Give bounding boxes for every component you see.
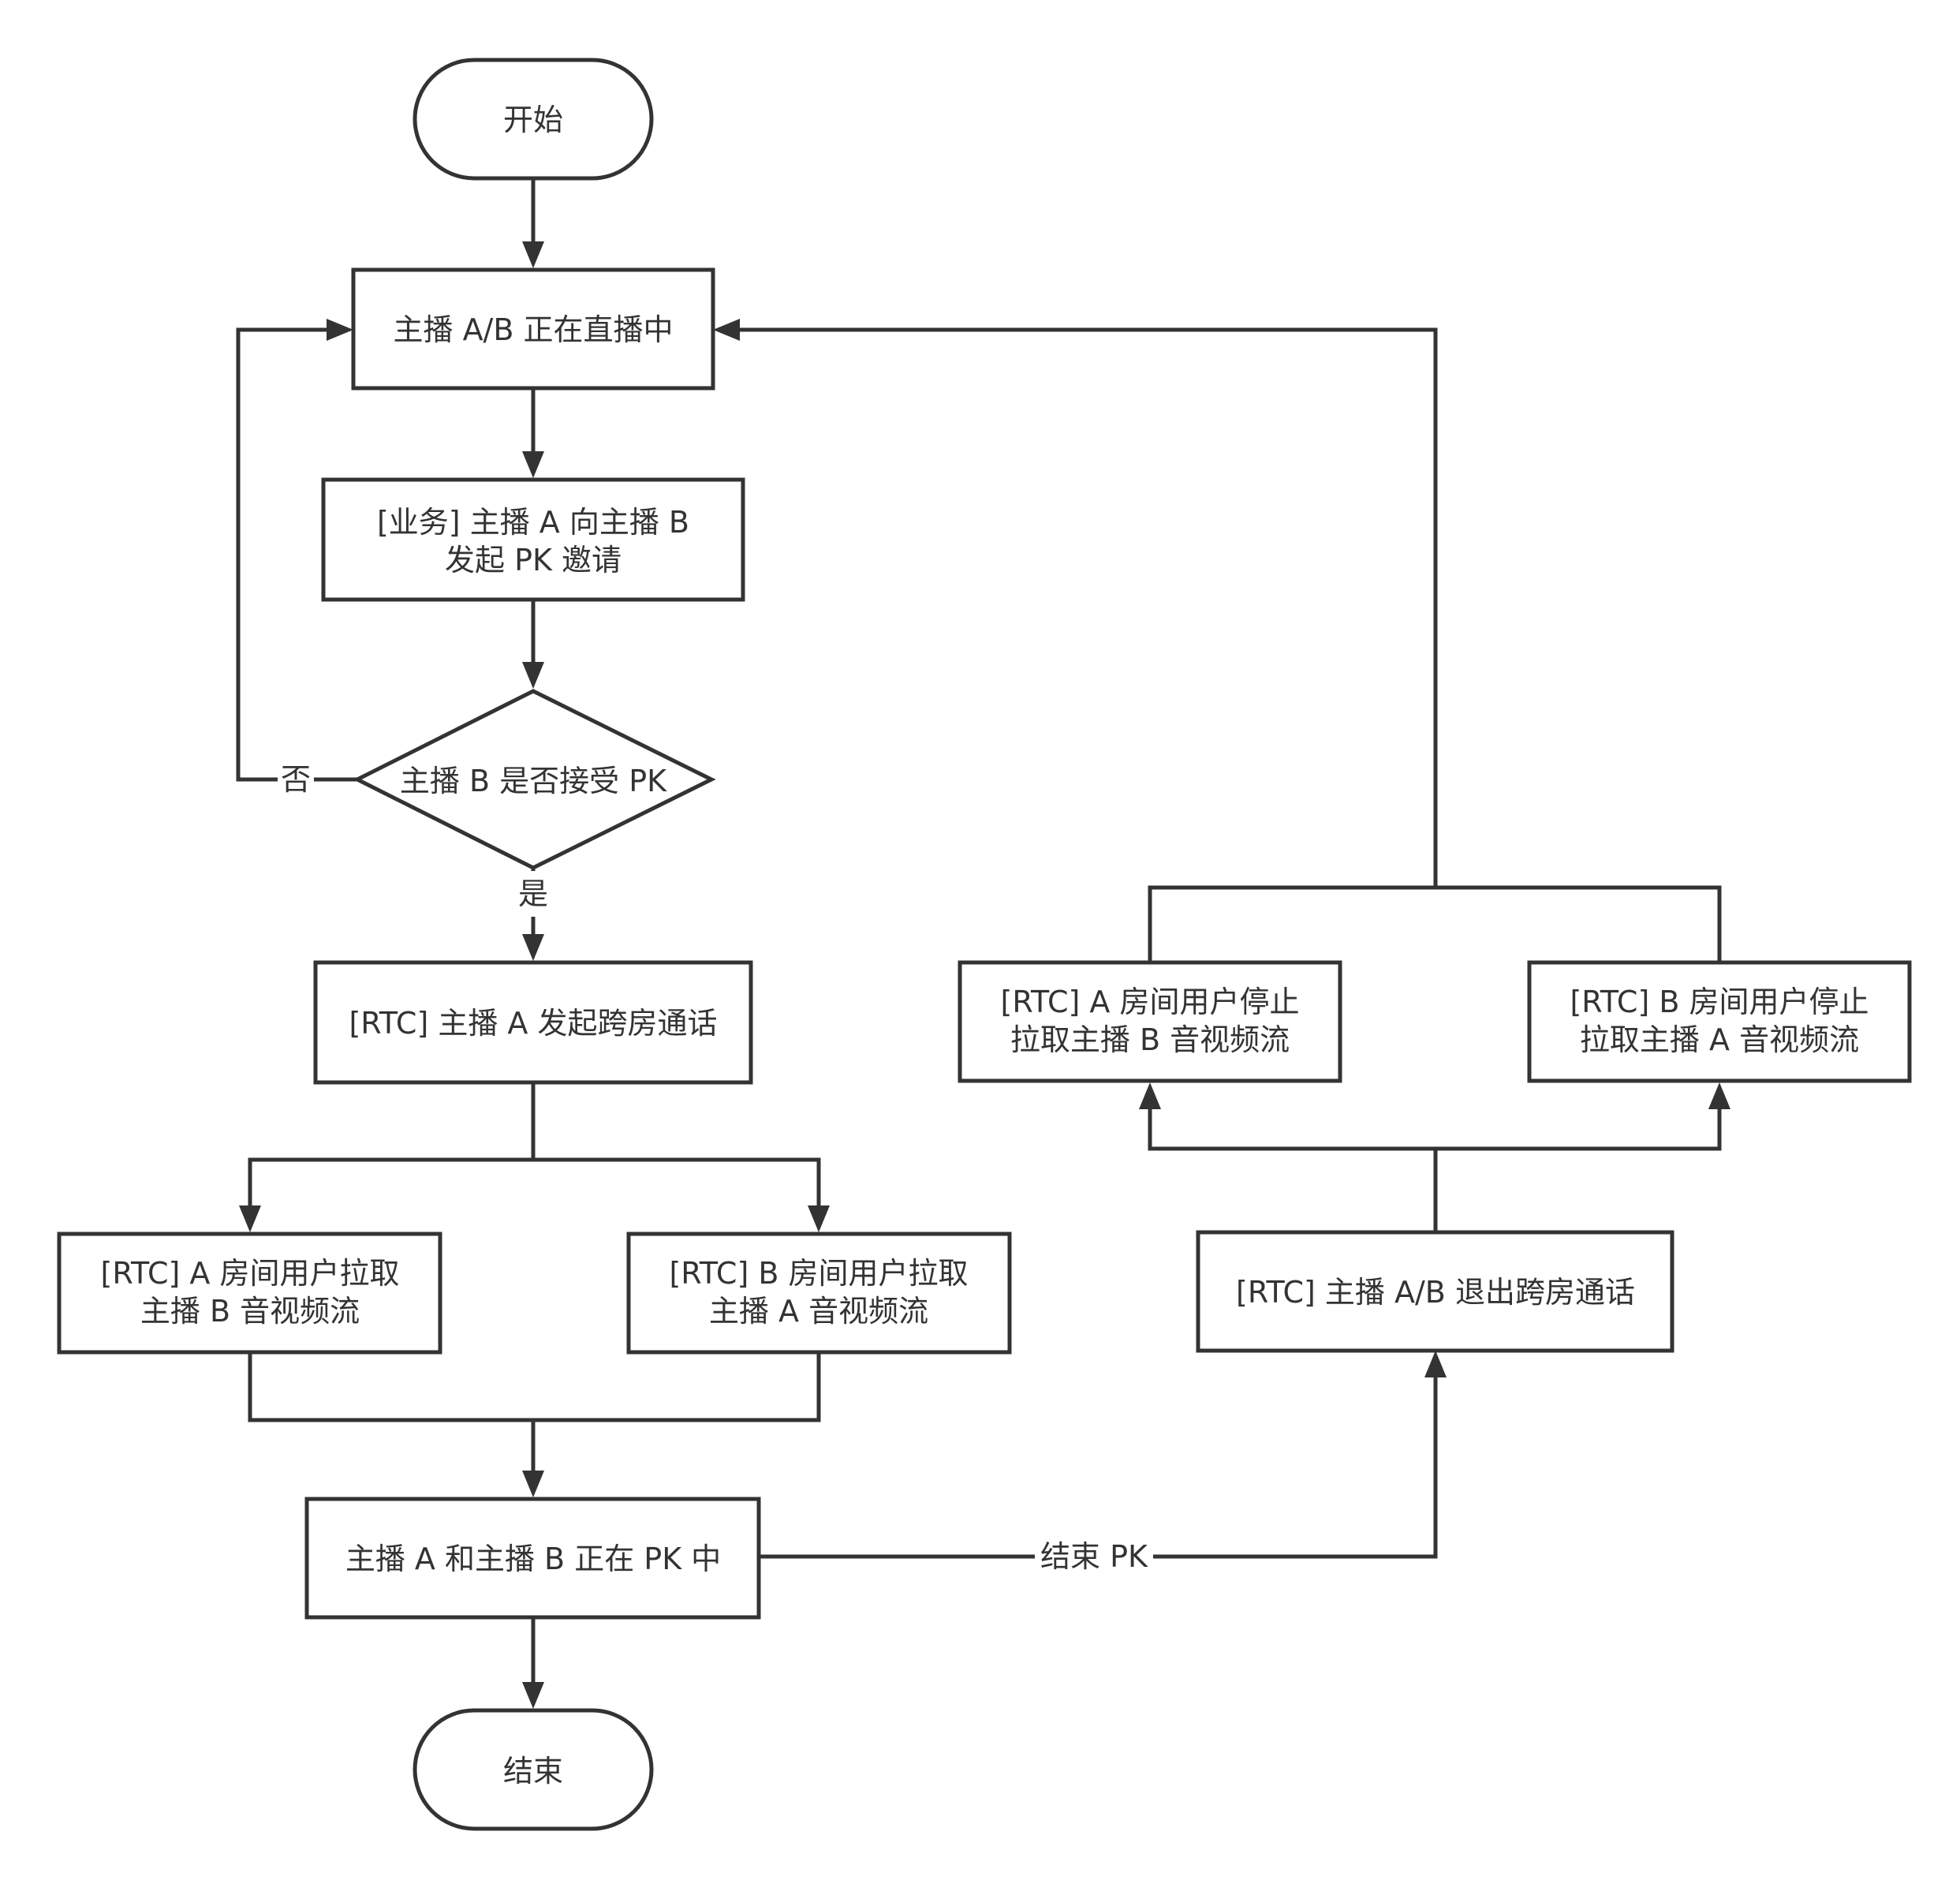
node-start-label: 开始 xyxy=(503,103,563,137)
node-live: 主播 A/B 正在直播中 xyxy=(351,267,715,391)
node-start: 开始 xyxy=(413,58,654,181)
edge-invite-to-decision xyxy=(522,600,544,689)
node-rtc-call: [RTC] 主播 A 发起跨房通话 xyxy=(313,960,753,1085)
edges xyxy=(236,178,1730,1709)
edge-label-no-text: 否 xyxy=(281,762,311,797)
node-exit-call: [RTC] 主播 A/B 退出跨房通话 xyxy=(1196,1230,1674,1353)
edge-label-yes-text: 是 xyxy=(518,876,548,911)
node-a-pull-label-line1: [RTC] A 房间用户拉取 xyxy=(101,1256,400,1291)
node-in-pk: 主播 A 和主播 B 正在 PK 中 xyxy=(304,1497,761,1620)
edge-live-to-invite xyxy=(522,388,544,478)
node-decision: 主播 B 是否接受 PK xyxy=(353,689,716,870)
node-b-stop-label-line2: 拉取主播 A 音视频流 xyxy=(1580,1022,1859,1057)
node-a-stop: [RTC] A 房间用户停止 拉取主播 B 音视频流 xyxy=(958,960,1342,1083)
node-a-pull: [RTC] A 房间用户拉取 主播 B 音视频流 xyxy=(57,1232,442,1355)
edge-in-pk-to-end xyxy=(522,1616,544,1709)
node-exit-call-label: [RTC] 主播 A/B 退出跨房通话 xyxy=(1236,1275,1635,1310)
node-b-pull: [RTC] B 房间用户拉取 主播 A 音视频流 xyxy=(626,1232,1012,1355)
edge-merge-to-in-pk xyxy=(248,1349,821,1497)
edge-label-end-pk-text: 结束 PK xyxy=(1040,1539,1148,1574)
node-b-pull-label-line2: 主播 A 音视频流 xyxy=(709,1294,928,1329)
edge-label-end-pk: 结束 PK xyxy=(1035,1534,1153,1579)
edge-start-to-live xyxy=(522,178,544,268)
node-b-stop-label-line1: [RTC] B 房间用户停止 xyxy=(1570,985,1869,1019)
node-invite-label-line2: 发起 PK 邀请 xyxy=(445,543,622,577)
node-b-pull-label-line1: [RTC] B 房间用户拉取 xyxy=(669,1256,968,1291)
edge-label-yes: 是 xyxy=(513,871,554,917)
edge-stop-merge-to-live xyxy=(713,319,1722,961)
node-invite-label-line1: [业务] 主播 A 向主播 B xyxy=(377,505,689,540)
node-decision-label: 主播 B 是否接受 PK xyxy=(400,764,667,798)
node-invite: [业务] 主播 A 向主播 B 发起 PK 邀请 xyxy=(321,477,745,602)
edge-in-pk-to-exit-call xyxy=(759,1351,1447,1559)
node-end: 结束 xyxy=(413,1708,654,1831)
node-rtc-call-label: [RTC] 主播 A 发起跨房通话 xyxy=(349,1006,717,1041)
edge-label-no: 否 xyxy=(278,757,314,802)
node-a-pull-label-line2: 主播 B 音视频流 xyxy=(140,1294,360,1329)
node-a-stop-label-line2: 拉取主播 B 音视频流 xyxy=(1010,1022,1290,1057)
node-in-pk-label: 主播 A 和主播 B 正在 PK 中 xyxy=(345,1542,721,1576)
edge-exit-call-split xyxy=(1139,1082,1730,1232)
node-b-stop: [RTC] B 房间用户停止 拉取主播 A 音视频流 xyxy=(1527,960,1912,1083)
node-a-stop-label-line1: [RTC] A 房间用户停止 xyxy=(1001,985,1300,1019)
edge-rtc-call-split xyxy=(239,1082,830,1232)
node-end-label: 结束 xyxy=(503,1754,563,1788)
node-live-label: 主播 A/B 正在直播中 xyxy=(393,312,673,347)
